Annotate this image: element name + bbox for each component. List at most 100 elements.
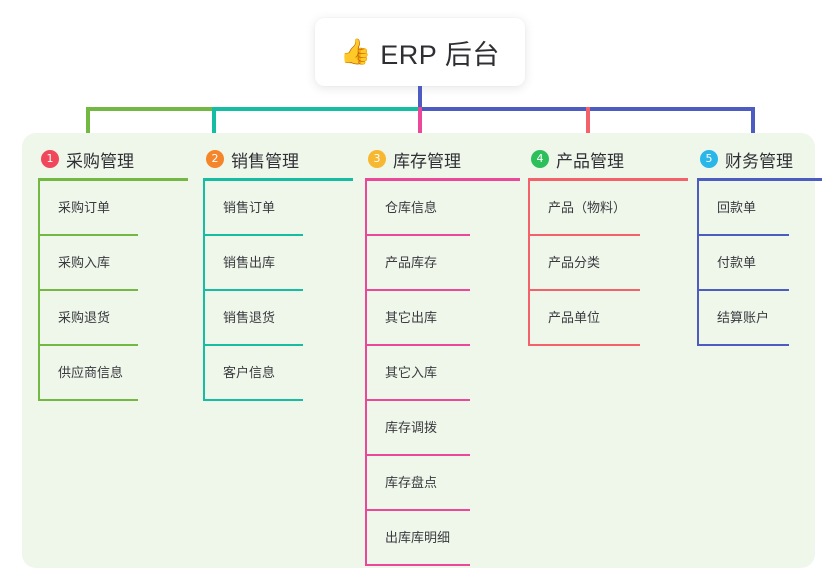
list-item-label: 销售退货 <box>223 310 276 325</box>
list-item[interactable]: 销售订单 <box>203 181 353 236</box>
list-item-underline <box>365 564 470 566</box>
branch-drop-3 <box>418 107 422 141</box>
module-item-list-2: 销售订单销售出库销售退货客户信息 <box>203 181 353 401</box>
list-item[interactable]: 结算账户 <box>697 291 822 346</box>
thumbs-up-icon: 👍 <box>340 37 372 66</box>
module-header-3[interactable]: 3 库存管理 <box>365 146 520 172</box>
list-item-label: 产品（物料） <box>548 200 627 215</box>
module-badge-2: 2 <box>206 150 224 168</box>
list-item-underline <box>528 234 640 236</box>
list-item-underline <box>697 344 789 346</box>
module-spine-5 <box>697 181 699 346</box>
list-item-label: 销售订单 <box>223 200 276 215</box>
list-item-label: 其它入库 <box>385 365 438 380</box>
branch-bar-segment-green <box>86 107 214 111</box>
list-item[interactable]: 客户信息 <box>203 346 353 401</box>
list-item-underline <box>203 399 303 401</box>
module-spine-3 <box>365 181 367 566</box>
module-item-list-4: 产品（物料） 产品分类产品单位 <box>528 181 688 346</box>
list-item-label: 产品分类 <box>548 255 601 270</box>
module-spine-1 <box>38 181 40 401</box>
modules-panel <box>22 133 815 568</box>
list-item[interactable]: 产品（物料） <box>528 181 688 236</box>
module-badge-1: 1 <box>41 150 59 168</box>
branch-drop-5 <box>751 107 755 141</box>
list-item-underline <box>203 289 303 291</box>
list-item[interactable]: 其它入库 <box>365 346 520 401</box>
list-item-underline <box>528 289 640 291</box>
list-item[interactable]: 产品单位 <box>528 291 688 346</box>
module-badge-3: 3 <box>368 150 386 168</box>
list-item-underline <box>38 399 138 401</box>
list-item-label: 库存盘点 <box>385 475 438 490</box>
module-header-1[interactable]: 1 采购管理 <box>38 146 188 172</box>
module-spine-4 <box>528 181 530 346</box>
branch-bar-segment-teal <box>212 107 420 111</box>
list-item[interactable]: 销售退货 <box>203 291 353 346</box>
list-item[interactable]: 产品分类 <box>528 236 688 291</box>
list-item-label: 产品库存 <box>385 255 438 270</box>
module-underline-1 <box>38 178 188 181</box>
list-item-label: 供应商信息 <box>58 365 124 380</box>
module-title-3: 库存管理 <box>393 151 461 171</box>
list-item-label: 客户信息 <box>223 365 276 380</box>
list-item-underline <box>38 289 138 291</box>
root-stem-connector <box>418 86 422 107</box>
list-item-label: 仓库信息 <box>385 200 438 215</box>
list-item-label: 库存调拨 <box>385 420 438 435</box>
module-spine-2 <box>203 181 205 401</box>
list-item-underline <box>697 289 789 291</box>
module-title-1: 采购管理 <box>66 151 134 171</box>
module-column-3: 3 库存管理仓库信息产品库存其它出库其它入库库存调拨库存盘点出库库明细 <box>365 146 520 566</box>
root-node-title: ERP 后台 <box>380 39 500 70</box>
list-item-underline <box>38 344 138 346</box>
module-title-4: 产品管理 <box>556 151 624 171</box>
module-item-list-5: 回款单付款单结算账户 <box>697 181 822 346</box>
module-header-2[interactable]: 2 销售管理 <box>203 146 353 172</box>
list-item[interactable]: 销售出库 <box>203 236 353 291</box>
list-item-label: 其它出库 <box>385 310 438 325</box>
list-item[interactable]: 库存调拨 <box>365 401 520 456</box>
list-item[interactable]: 其它出库 <box>365 291 520 346</box>
list-item-label: 采购订单 <box>58 200 111 215</box>
list-item[interactable]: 产品库存 <box>365 236 520 291</box>
module-header-4[interactable]: 4 产品管理 <box>528 146 688 172</box>
list-item-underline <box>365 234 470 236</box>
list-item[interactable]: 采购入库 <box>38 236 188 291</box>
module-title-2: 销售管理 <box>231 151 299 171</box>
module-item-list-1: 采购订单采购入库采购退货供应商信息 <box>38 181 188 401</box>
list-item-underline <box>365 344 470 346</box>
module-title-5: 财务管理 <box>725 151 793 171</box>
list-item[interactable]: 付款单 <box>697 236 822 291</box>
list-item[interactable]: 采购退货 <box>38 291 188 346</box>
module-column-1: 1 采购管理采购订单采购入库采购退货供应商信息 <box>38 146 188 401</box>
list-item-underline <box>365 289 470 291</box>
list-item[interactable]: 供应商信息 <box>38 346 188 401</box>
list-item[interactable]: 采购订单 <box>38 181 188 236</box>
list-item-label: 付款单 <box>717 255 757 270</box>
list-item[interactable]: 回款单 <box>697 181 822 236</box>
module-column-4: 4 产品管理产品（物料） 产品分类产品单位 <box>528 146 688 346</box>
module-badge-4: 4 <box>531 150 549 168</box>
list-item-underline <box>203 234 303 236</box>
list-item-underline <box>528 344 640 346</box>
list-item-underline <box>365 399 470 401</box>
list-item[interactable]: 出库库明细 <box>365 511 520 566</box>
branch-drop-2 <box>212 107 216 141</box>
root-node-card[interactable]: 👍 ERP 后台 <box>315 18 525 86</box>
module-underline-4 <box>528 178 688 181</box>
list-item-underline <box>365 509 470 511</box>
list-item-label: 采购退货 <box>58 310 111 325</box>
list-item-label: 采购入库 <box>58 255 111 270</box>
list-item[interactable]: 库存盘点 <box>365 456 520 511</box>
list-item-underline <box>697 234 789 236</box>
module-underline-2 <box>203 178 353 181</box>
list-item-underline <box>203 344 303 346</box>
list-item-underline <box>365 454 470 456</box>
list-item-label: 出库库明细 <box>385 530 451 545</box>
branch-drop-4 <box>586 107 590 141</box>
list-item[interactable]: 仓库信息 <box>365 181 520 236</box>
